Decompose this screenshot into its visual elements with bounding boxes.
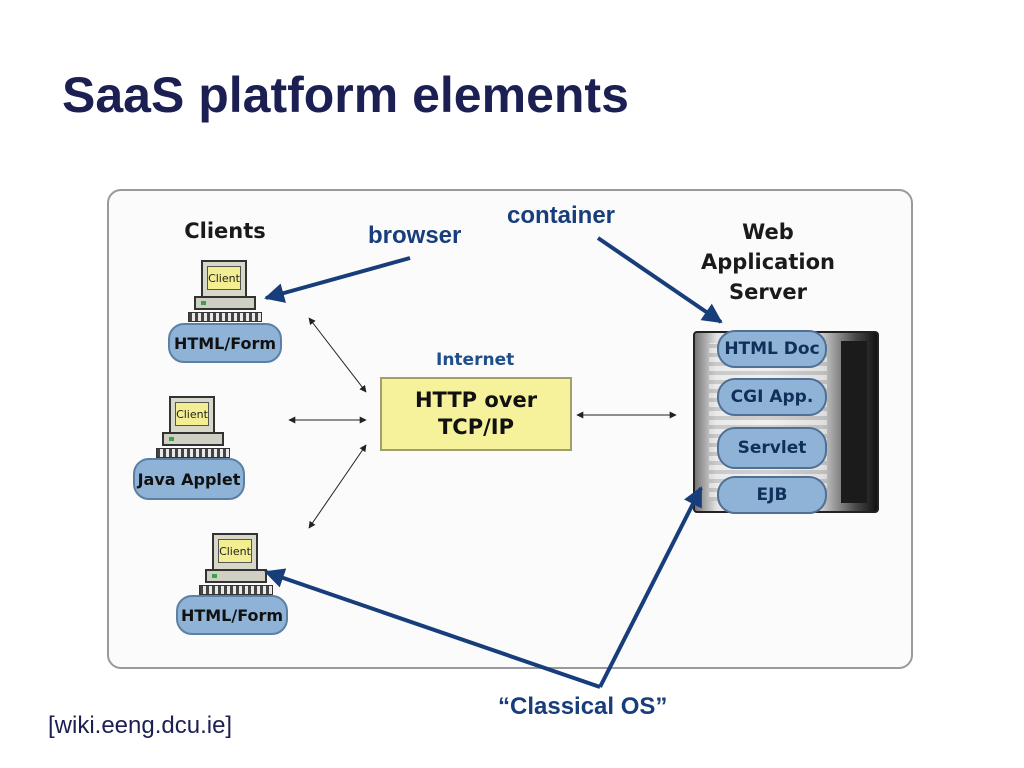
client-2-pill: Java Applet	[133, 458, 245, 500]
monitor-screen-label: Client	[175, 402, 209, 426]
cpu-icon	[194, 296, 256, 310]
classical-os-annotation: “Classical OS”	[498, 693, 668, 720]
link-client1-internet	[308, 317, 367, 393]
client-3-pill: HTML/Form	[176, 595, 288, 635]
container-arrow	[596, 236, 723, 324]
client-1-pill: HTML/Form	[168, 323, 282, 363]
keyboard-icon	[156, 448, 230, 458]
server-header: Web Application Server	[701, 220, 835, 304]
source-citation: [wiki.eeng.dcu.ie]	[48, 712, 233, 739]
slide-title: SaaS platform elements	[62, 67, 629, 123]
server-layer-servlet: Servlet	[717, 427, 827, 469]
container-annotation: container	[507, 202, 616, 229]
server-layer-html-doc: HTML Doc	[717, 330, 827, 368]
monitor-icon: Client	[169, 396, 215, 434]
monitor-screen-label: Client	[218, 539, 252, 563]
link-client3-internet	[308, 444, 367, 529]
cpu-icon	[162, 432, 224, 446]
server-layer-ejb: EJB	[717, 476, 827, 514]
keyboard-icon	[199, 585, 273, 595]
keyboard-icon	[188, 312, 262, 322]
browser-annotation: browser	[368, 222, 462, 249]
classical-os-arrow-client	[264, 568, 601, 689]
classical-os-arrow-server	[598, 486, 703, 688]
clients-header: Clients	[184, 219, 266, 243]
monitor-screen-label: Client	[207, 266, 241, 290]
internet-label: Internet	[436, 350, 515, 370]
monitor-icon: Client	[212, 533, 258, 571]
server-layer-cgi-app: CGI App.	[717, 378, 827, 416]
browser-arrow	[264, 256, 411, 303]
http-box: HTTP over TCP/IP	[380, 377, 572, 451]
